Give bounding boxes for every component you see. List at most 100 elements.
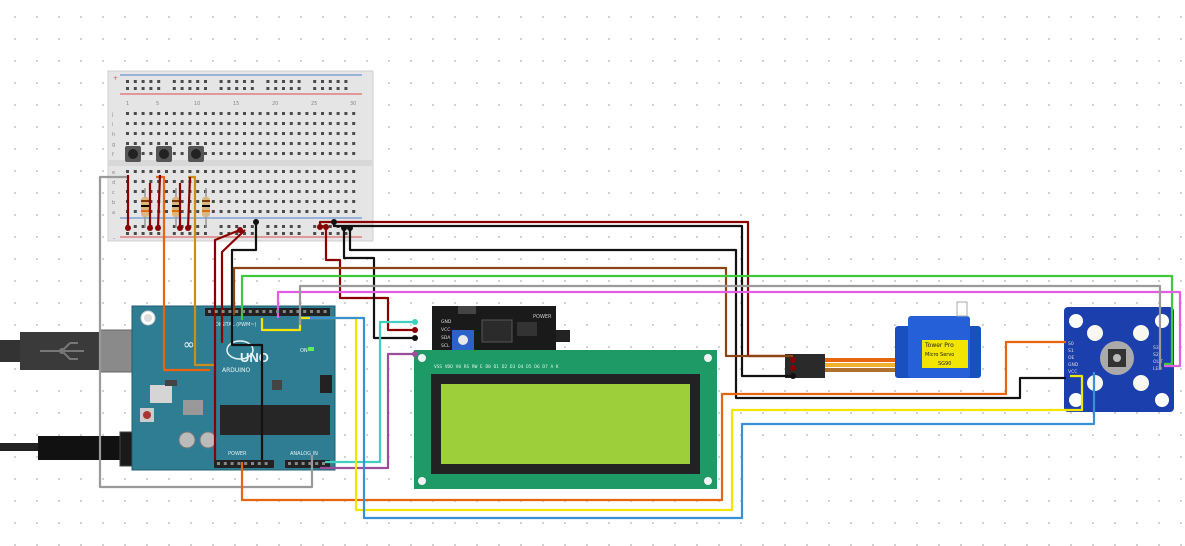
wire-pink (276, 290, 1182, 368)
push-button-2[interactable] (156, 146, 172, 162)
arduino-infinity-icon: ∞ (183, 337, 195, 353)
breadboard-hole (321, 180, 324, 183)
rail-minus-mark: - (113, 235, 115, 242)
breadboard-hole (172, 142, 176, 145)
breadboard-hole (211, 170, 215, 173)
breadboard-hole (149, 180, 153, 183)
breadboard-hole (321, 152, 324, 155)
breadboard-hole (266, 87, 270, 90)
breadboard-hole (313, 132, 317, 135)
resistor-3 (202, 188, 210, 228)
header-pin (248, 310, 252, 313)
wire-black-gnd (230, 222, 264, 460)
breadboard-hole (235, 122, 239, 125)
wire-red-5v (213, 228, 241, 460)
row-letter-b: b (112, 200, 115, 206)
breadboard-hole (321, 112, 324, 115)
breadboard-hole (149, 232, 153, 235)
breadboard-hole (172, 190, 176, 193)
breadboard-hole (274, 80, 278, 83)
breadboard-hole (243, 200, 246, 203)
arduino-logo-icon (226, 340, 254, 360)
breadboard-hole (157, 87, 161, 90)
i2c-pin-sda: SDA (441, 335, 451, 341)
breadboard-hole (250, 142, 254, 145)
wire-gray-sensor (298, 284, 1162, 370)
backlight-jumper[interactable] (556, 330, 570, 342)
breadboard-hole (204, 132, 207, 135)
header-pin (276, 310, 279, 313)
breadboard-hole (274, 112, 278, 115)
breadboard-hole (289, 112, 293, 115)
breadboard-hole (266, 190, 270, 193)
breadboard-hole (328, 87, 332, 90)
breadboard-hole (289, 87, 293, 90)
breadboard-hole (211, 200, 215, 203)
breadboard-hole (219, 80, 223, 83)
breadboard-hole (180, 210, 184, 213)
breadboard-hole (344, 80, 348, 83)
breadboard-hole (344, 232, 348, 235)
breadboard-hole (352, 180, 356, 183)
capacitor-1 (178, 431, 196, 449)
breadboard-hole (211, 210, 215, 213)
breadboard-hole (282, 170, 285, 173)
breadboard-hole (282, 180, 285, 183)
header-pin (310, 310, 313, 313)
breadboard-hole (336, 87, 340, 90)
breadboard-hole (180, 87, 184, 90)
breadboard-hole (133, 112, 137, 115)
header-pin (322, 462, 325, 465)
wire-black-lcd (342, 228, 415, 340)
breadboard-hole (219, 142, 223, 145)
breadboard-hole (219, 112, 223, 115)
header-pin (208, 310, 211, 313)
breadboard-hole (321, 142, 324, 145)
breadboard-hole (149, 122, 153, 125)
breadboard-hole (297, 210, 301, 213)
breadboard-hole (180, 80, 184, 83)
breadboard-hole (204, 112, 207, 115)
breadboard-hole (352, 170, 356, 173)
arduino-model-label: UNO (240, 350, 269, 365)
breadboard-hole (180, 152, 184, 155)
breadboard-hole (126, 87, 129, 90)
breadboard-hole (149, 87, 153, 90)
breadboard-hole (274, 232, 278, 235)
breadboard-hole (188, 122, 192, 125)
breadboard-hole (258, 170, 262, 173)
i2c-pin-gnd: GND (441, 319, 452, 325)
breadboard-hole (282, 80, 285, 83)
breadboard-hole (165, 210, 168, 213)
breadboard-hole (274, 170, 278, 173)
breadboard-hole (211, 180, 215, 183)
breadboard-hole (211, 152, 215, 155)
breadboard-hole (289, 122, 293, 125)
breadboard-hole (204, 87, 207, 90)
breadboard-hole (313, 232, 317, 235)
breadboard-hole (172, 180, 176, 183)
breadboard: 1 5 10 15 20 25 30 j i h g f e d c b a +… (107, 70, 374, 242)
servo-horn (956, 301, 968, 317)
breadboard-hole (344, 142, 348, 145)
breadboard-hole (274, 225, 278, 228)
breadboard-hole (243, 210, 246, 213)
breadboard-hole (133, 122, 137, 125)
breadboard-hole (141, 232, 145, 235)
resistor-2 (172, 188, 180, 228)
header-pin (288, 462, 291, 465)
breadboard-hole (313, 122, 317, 125)
breadboard-hole (258, 190, 262, 193)
breadboard-hole (219, 152, 223, 155)
breadboard-hole (258, 112, 262, 115)
sensor-pin-s3: S3 (1153, 345, 1159, 351)
breadboard-hole (305, 132, 309, 135)
breadboard-hole (282, 87, 285, 90)
wire-red-btn2 (156, 174, 162, 229)
breadboard-hole (328, 170, 332, 173)
push-button-1[interactable] (125, 146, 141, 162)
header-pin (308, 462, 312, 465)
push-button-3[interactable] (188, 146, 204, 162)
breadboard-hole (258, 210, 262, 213)
breadboard-hole (211, 112, 215, 115)
